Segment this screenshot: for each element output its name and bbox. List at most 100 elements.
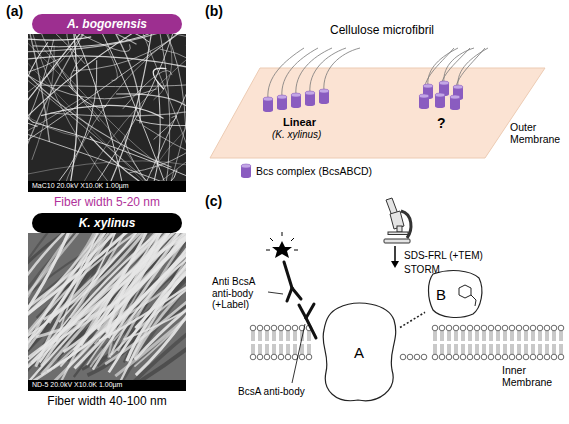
- lipid-head: [481, 325, 487, 331]
- lipid-tail: [259, 344, 260, 354]
- lipid-tail: [546, 331, 547, 341]
- lipid-tail: [261, 331, 262, 341]
- lipid-head: [421, 354, 427, 360]
- bcs-complexes: [263, 81, 463, 112]
- lipid-head: [495, 354, 501, 360]
- cylinder-bottom: [277, 106, 287, 110]
- lipid-head: [460, 325, 466, 331]
- lipid-tail: [450, 344, 451, 354]
- lipid-tail: [532, 331, 533, 341]
- lipid-tail: [462, 331, 463, 341]
- fiber: [28, 161, 186, 181]
- lipid-tail: [485, 344, 486, 354]
- lipid-head: [250, 354, 256, 360]
- lipid-tail: [478, 331, 479, 341]
- lipid-tail: [492, 344, 493, 354]
- lipid-tail: [450, 331, 451, 341]
- lipid-tail: [289, 344, 290, 354]
- lipid-head: [537, 325, 543, 331]
- lipid-tail: [497, 331, 498, 341]
- fiber: [28, 98, 83, 140]
- lipid-tail: [443, 331, 444, 341]
- lipid-head: [495, 325, 501, 331]
- lipid-tail: [282, 344, 283, 354]
- fiber: [105, 233, 186, 364]
- fiber: [164, 35, 186, 181]
- lipid-head: [407, 354, 413, 360]
- lipid-tail: [541, 344, 542, 354]
- label: (K. xylinus): [272, 129, 321, 141]
- lipid-tail: [511, 344, 512, 354]
- lipid-head: [439, 325, 445, 331]
- lipid-head: [509, 325, 515, 331]
- lipid-tail: [555, 331, 556, 341]
- lipid-head: [551, 354, 557, 360]
- lipid-head: [278, 325, 284, 331]
- label: Fiber width 5-20 nm: [54, 196, 160, 210]
- lipid-tail: [497, 344, 498, 354]
- fiber: [28, 34, 91, 139]
- lipid-tail: [282, 331, 283, 341]
- lipid-tail: [457, 331, 458, 341]
- lipid-head: [439, 354, 445, 360]
- scale-bar-strip: [28, 181, 186, 192]
- down-arrow: [394, 246, 396, 262]
- fiber: [49, 34, 149, 42]
- lipid-tail: [296, 331, 297, 341]
- fiber: [115, 233, 186, 321]
- lipid-head: [551, 325, 557, 331]
- fiber: [116, 94, 186, 123]
- fiber: [42, 48, 161, 167]
- fiber: [140, 34, 186, 181]
- lipid-tail: [478, 344, 479, 354]
- lipid-tail: [520, 331, 521, 341]
- lipid-tail: [560, 344, 561, 354]
- lipid-head: [502, 354, 508, 360]
- fluorescent-label: [266, 232, 298, 258]
- lipid-tail: [485, 331, 486, 341]
- lipid-tail: [562, 331, 563, 341]
- lipid-tail: [448, 331, 449, 341]
- cylinder-top: [423, 84, 433, 88]
- cylinder-bottom: [305, 102, 315, 106]
- microscope-icon: [384, 198, 411, 243]
- cylinder-top: [419, 94, 429, 98]
- lipid-tail: [483, 331, 484, 341]
- lipid-tail: [513, 331, 514, 341]
- lipid-tail: [268, 331, 269, 341]
- lipid-tail: [476, 331, 477, 341]
- lipid-tail: [254, 331, 255, 341]
- lipid-tail: [471, 331, 472, 341]
- fiber: [125, 136, 169, 181]
- label: BcsA anti-body: [238, 386, 305, 398]
- base: [384, 239, 410, 243]
- species-pill: K. xylinus: [32, 213, 182, 233]
- lipid-head: [271, 354, 277, 360]
- outer-membrane-plane: [210, 68, 545, 158]
- lipid-tail: [553, 331, 554, 341]
- lipid-head: [530, 325, 536, 331]
- lipid-head: [516, 354, 522, 360]
- cylinder-top: [291, 93, 301, 97]
- fiber: [153, 34, 170, 181]
- lipid-head: [264, 325, 270, 331]
- fiber: [153, 147, 186, 181]
- lipid-tail: [310, 331, 311, 341]
- fiber: [184, 34, 186, 108]
- lipid-head: [292, 325, 298, 331]
- cylinder-top: [450, 95, 460, 99]
- lipid-head: [432, 325, 438, 331]
- lipid-tail: [518, 331, 519, 341]
- lipid-head: [446, 325, 452, 331]
- lipid-head: [523, 354, 529, 360]
- lipid-tail: [275, 331, 276, 341]
- lipid-tail: [483, 344, 484, 354]
- lipid-tail: [266, 344, 267, 354]
- node-text: K. xylinus: [79, 216, 136, 230]
- lipid-head: [502, 325, 508, 331]
- star: [272, 241, 292, 258]
- anti-bcsa-antibody: [284, 262, 301, 301]
- lipid-tail: [532, 344, 533, 354]
- cylinder-top: [453, 85, 463, 89]
- lipid-tail: [294, 344, 295, 354]
